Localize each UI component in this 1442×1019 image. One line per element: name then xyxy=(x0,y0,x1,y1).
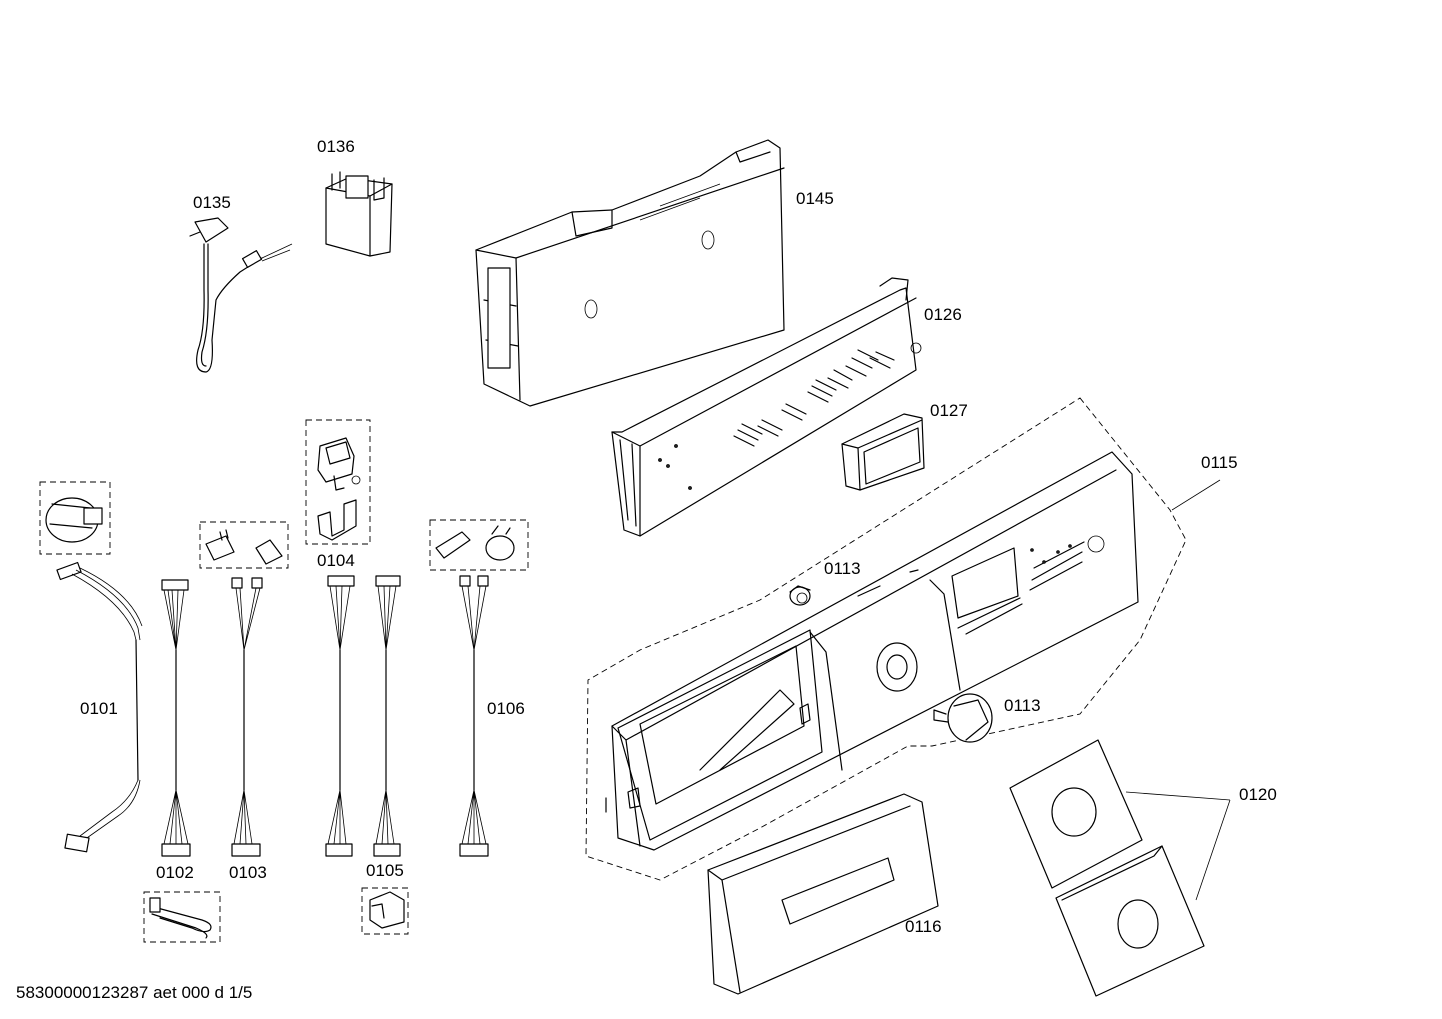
footer-code: 58300000123287 aet 000 d 1/5 xyxy=(16,983,252,1002)
part-0115-control-panel-group[interactable] xyxy=(585,397,1221,881)
part-0104-harness[interactable] xyxy=(325,575,355,857)
part-0126-board-frame[interactable] xyxy=(611,277,922,537)
part-0113-knob-adapter[interactable] xyxy=(789,585,811,606)
label-0101: 0101 xyxy=(80,699,118,718)
label-0102: 0102 xyxy=(156,863,194,882)
label-0115: 0115 xyxy=(1201,453,1238,472)
label-0105: 0105 xyxy=(366,861,404,880)
part-0101-motor-harness[interactable] xyxy=(39,481,143,853)
part-0113-selector-knob[interactable] xyxy=(933,693,993,743)
part-0127-display-module[interactable] xyxy=(841,413,925,491)
part-0116-drawer-panel[interactable] xyxy=(707,793,939,995)
label-0116: 0116 xyxy=(905,917,942,936)
part-0120-cover-plates[interactable] xyxy=(1009,739,1231,997)
part-0106-harness[interactable] xyxy=(429,519,529,857)
part-heater-element[interactable] xyxy=(143,891,221,943)
part-labels: 0135 0136 0145 0126 0127 0115 0113 0113 … xyxy=(80,137,1277,936)
label-0103: 0103 xyxy=(229,863,267,882)
part-0103-harness[interactable] xyxy=(199,521,289,857)
label-0113-upper: 0113 xyxy=(824,559,861,578)
label-0104: 0104 xyxy=(317,551,355,570)
part-0102-harness[interactable] xyxy=(161,579,191,857)
label-0113-lower: 0113 xyxy=(1004,696,1041,715)
part-0105-harness[interactable] xyxy=(361,575,409,935)
label-0136: 0136 xyxy=(317,137,355,156)
label-0127: 0127 xyxy=(930,401,968,420)
part-0136-suppressor-filter[interactable] xyxy=(325,171,393,257)
part-0145-module-housing[interactable] xyxy=(475,139,785,407)
label-0145: 0145 xyxy=(796,189,834,208)
label-0126: 0126 xyxy=(924,305,962,324)
part-0104-inlet-valve[interactable] xyxy=(305,419,371,545)
part-0135-power-cord[interactable] xyxy=(189,217,293,373)
label-0135: 0135 xyxy=(193,193,231,212)
label-0120: 0120 xyxy=(1239,785,1277,804)
potentiometer-row xyxy=(733,342,922,447)
label-0106: 0106 xyxy=(487,699,525,718)
